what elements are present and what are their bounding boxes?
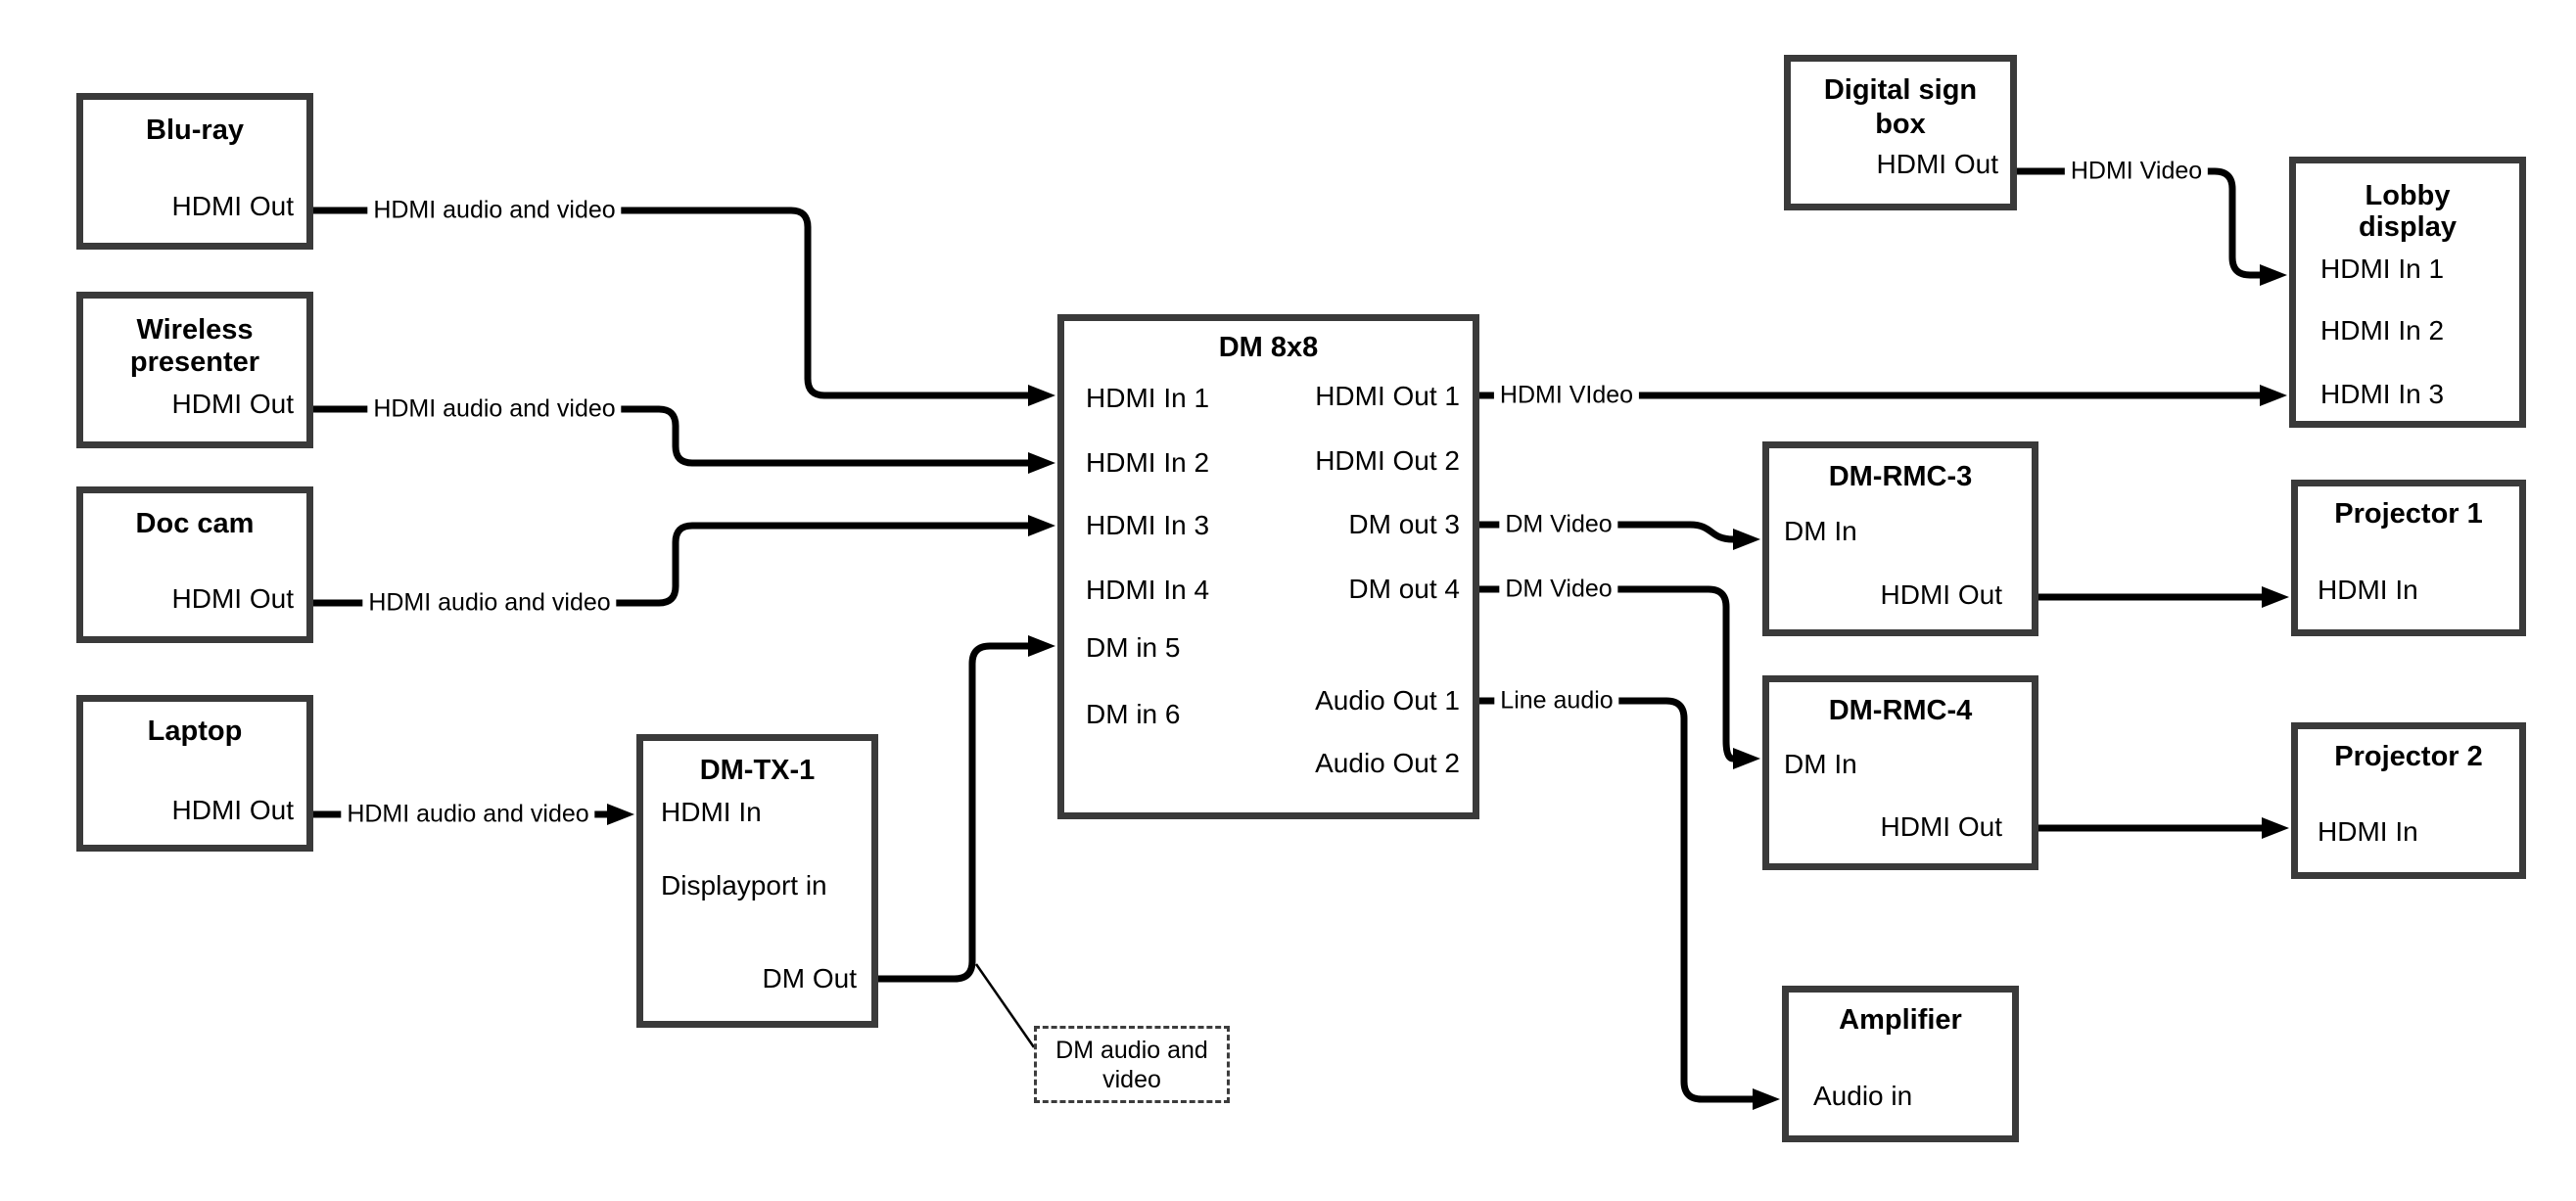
wire-c-callout <box>974 963 1036 1048</box>
wire-c-audio1-amp <box>1479 697 1780 1110</box>
wire-c-doccam-in3 <box>313 515 1055 607</box>
wire-c-sign-lobby1 <box>2017 167 2287 286</box>
wire-c-out3-rmc3 <box>1479 521 1760 550</box>
wire-c-dmtx1-in5 <box>878 635 1055 983</box>
wire-c-out4-rmc4 <box>1479 585 1760 769</box>
wire-c-wireless-in2 <box>313 405 1055 474</box>
wire-c-bluray-in1 <box>313 207 1055 406</box>
